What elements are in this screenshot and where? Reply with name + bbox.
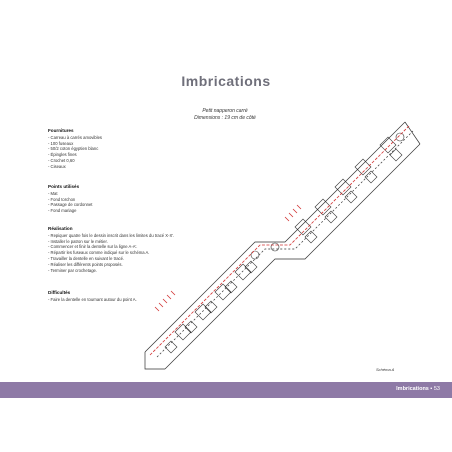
list-item: - Réaliser les différents points proposé…	[48, 261, 123, 267]
list-item: - Carreau à carrés amovibles	[48, 134, 102, 140]
list-item: - Terminer par crochetage.	[48, 267, 98, 273]
page-subtitle: Petit napperon carré Dimensions : 19 cm …	[150, 108, 300, 122]
list-item: - Crochet 0,60	[48, 157, 75, 163]
section-realisation: Réalisation - Repiquer quatre fois le de…	[48, 226, 198, 273]
footer-title: Imbrications	[396, 386, 429, 392]
list-item: - Faire la dentelle en tournant autour d…	[48, 296, 137, 302]
pricking-lines	[144, 121, 421, 370]
list-item: - Répartir les fuseaux comme indiqué sur…	[48, 250, 150, 256]
list-item: - Ciseaux	[48, 163, 66, 169]
list-item: - 100 fuseaux	[48, 140, 74, 146]
footer-band	[0, 382, 452, 398]
list-item: - Repiquer quatre fois le dessin inscrit…	[48, 232, 175, 238]
diagram-caption: Schéma A	[376, 367, 395, 372]
list-item: - Passage de cordonnet	[48, 202, 93, 208]
subtitle-line-2: Dimensions : 19 cm de côté	[194, 115, 256, 121]
footer: Imbrications ▪ 53	[396, 386, 440, 392]
section-heading: Points utilisés	[48, 184, 80, 189]
lace-pattern-diagram	[144, 121, 421, 370]
section-heading: Réalisation	[48, 226, 73, 231]
list-item: - Installer le patron sur le métier.	[48, 238, 108, 244]
section-difficultes: Difficultés - Faire la dentelle en tourn…	[48, 290, 198, 303]
list-item: - Commencer et finir la dentelle sur la …	[48, 244, 138, 250]
pricking-diamonds	[164, 132, 405, 354]
subtitle-line-1: Petit napperon carré	[202, 108, 248, 114]
list-item: - Fond mariage	[48, 208, 77, 214]
section-heading: Difficultés	[48, 290, 71, 295]
footer-separator: ▪	[430, 386, 434, 392]
list-item: - Mat	[48, 190, 58, 196]
page-title: Imbrications	[181, 73, 271, 89]
list-item: - Épingles fines	[48, 152, 77, 158]
section-heading: Fournitures	[48, 128, 74, 133]
list-item: - Fond torchon	[48, 196, 76, 202]
list-item: - 50/2 coton égyptien blanc	[48, 146, 99, 152]
section-points: Points utilisés - Mat - Fond torchon - P…	[48, 184, 198, 214]
page-number: 53	[433, 386, 440, 392]
list-item: - Travailler la dentelle en suivant le t…	[48, 255, 125, 261]
accent-path	[149, 125, 410, 356]
section-fournitures: Fournitures - Carreau à carrés amovibles…	[48, 128, 198, 170]
